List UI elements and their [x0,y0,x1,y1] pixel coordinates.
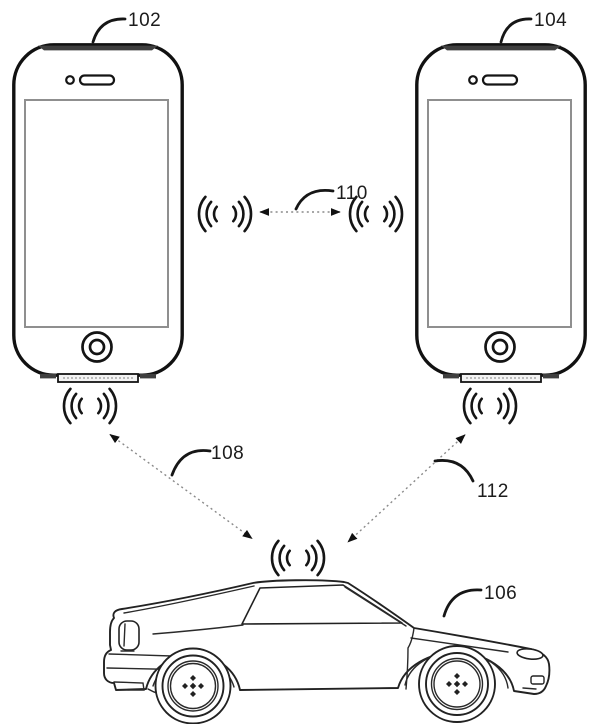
tail-light [118,620,140,651]
label-108: 108 [211,443,244,464]
label-112: 112 [477,481,509,502]
rear-belt-crease [152,624,244,635]
label-106: 106 [484,583,517,604]
label-112-leader [433,459,475,483]
label-102-leader [91,17,127,44]
front-bumper-notch [530,675,545,685]
link-108-arrow [109,433,253,540]
label-110: 110 [336,183,368,204]
label-106-leader [442,588,483,618]
wireless-signal-icon-above-car [270,539,326,577]
tail-light-line [123,623,126,647]
rear-bumper-lip [113,681,145,691]
phone-102-illustration [12,43,184,384]
a-pillar-line [344,586,407,627]
front-bumper-line [522,687,537,690]
label-102: 102 [128,10,161,31]
link-112-arrow [347,434,466,543]
label-110-leader [294,189,335,211]
wireless-signal-icon-left-mid [197,195,253,233]
car-106-illustration [103,579,551,724]
phone-104-illustration [415,43,587,384]
rear-hatch-glass-line [123,585,255,614]
rear-hub-icon [182,675,204,697]
front-hub-icon [446,673,468,695]
headlight [516,647,544,661]
label-104: 104 [534,10,567,31]
label-104-leader [499,17,533,44]
car-body-outline [103,579,551,695]
front-wheel [418,645,496,723]
rear-wheel [154,647,232,724]
wireless-signal-icon-below-phone-102 [62,387,118,425]
label-108-leader [170,449,212,477]
wireless-signal-icon-below-phone-104 [462,387,518,425]
